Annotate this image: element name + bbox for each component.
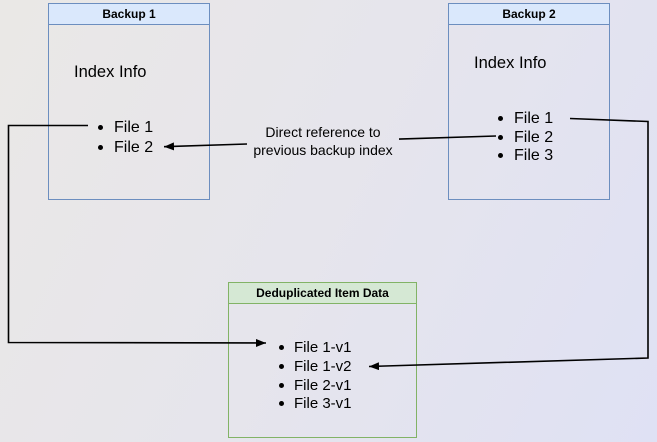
backup1-node: Backup 1 Index Info File 1 File 2 — [48, 3, 210, 200]
arrow-annotation: Direct reference to previous backup inde… — [223, 124, 423, 159]
bullet-icon — [98, 145, 103, 150]
list-item-label: File 1 — [114, 118, 154, 136]
bullet-icon — [279, 401, 284, 406]
backup2-title: Backup 2 — [502, 7, 556, 21]
list-item-label: File 1-v1 — [294, 339, 352, 356]
list-item: File 2 — [98, 138, 153, 157]
bullet-icon — [498, 153, 503, 158]
list-item: File 1-v2 — [279, 357, 352, 376]
dedup-header: Deduplicated Item Data — [229, 283, 416, 304]
list-item-label: File 3-v1 — [294, 395, 352, 412]
backup1-subtitle: Index Info — [74, 63, 147, 81]
list-item-label: File 2 — [514, 128, 554, 146]
list-item-label: File 3 — [514, 146, 554, 164]
list-item: File 1 — [98, 118, 153, 137]
annotation-line-1: Direct reference to — [265, 124, 381, 140]
list-item-label: File 2-v1 — [294, 377, 352, 394]
list-item-label: File 1-v2 — [294, 358, 352, 375]
backup1-title: Backup 1 — [102, 7, 156, 21]
bullet-icon — [498, 116, 503, 121]
list-item: File 1-v1 — [279, 338, 352, 357]
bullet-icon — [498, 135, 503, 140]
backup2-subtitle: Index Info — [474, 54, 547, 72]
bullet-icon — [98, 125, 103, 130]
list-item: File 3 — [498, 146, 553, 165]
list-item-label: File 2 — [114, 138, 154, 156]
list-item-label: File 1 — [514, 109, 554, 127]
backup1-header: Backup 1 — [49, 4, 209, 25]
list-item: File 3-v1 — [279, 394, 352, 413]
list-item: File 2-v1 — [279, 376, 352, 395]
bullet-icon — [279, 345, 284, 350]
annotation-line-2: previous backup index — [253, 141, 393, 158]
backup2-node: Backup 2 Index Info File 1 File 2 File 3 — [448, 3, 610, 200]
list-item: File 2 — [498, 128, 553, 147]
backup2-header: Backup 2 — [449, 4, 609, 25]
dedup-node: Deduplicated Item Data File 1-v1 File 1-… — [228, 282, 417, 438]
dedup-title: Deduplicated Item Data — [256, 286, 389, 300]
list-item: File 1 — [498, 109, 553, 128]
bullet-icon — [279, 364, 284, 369]
bullet-icon — [279, 383, 284, 388]
